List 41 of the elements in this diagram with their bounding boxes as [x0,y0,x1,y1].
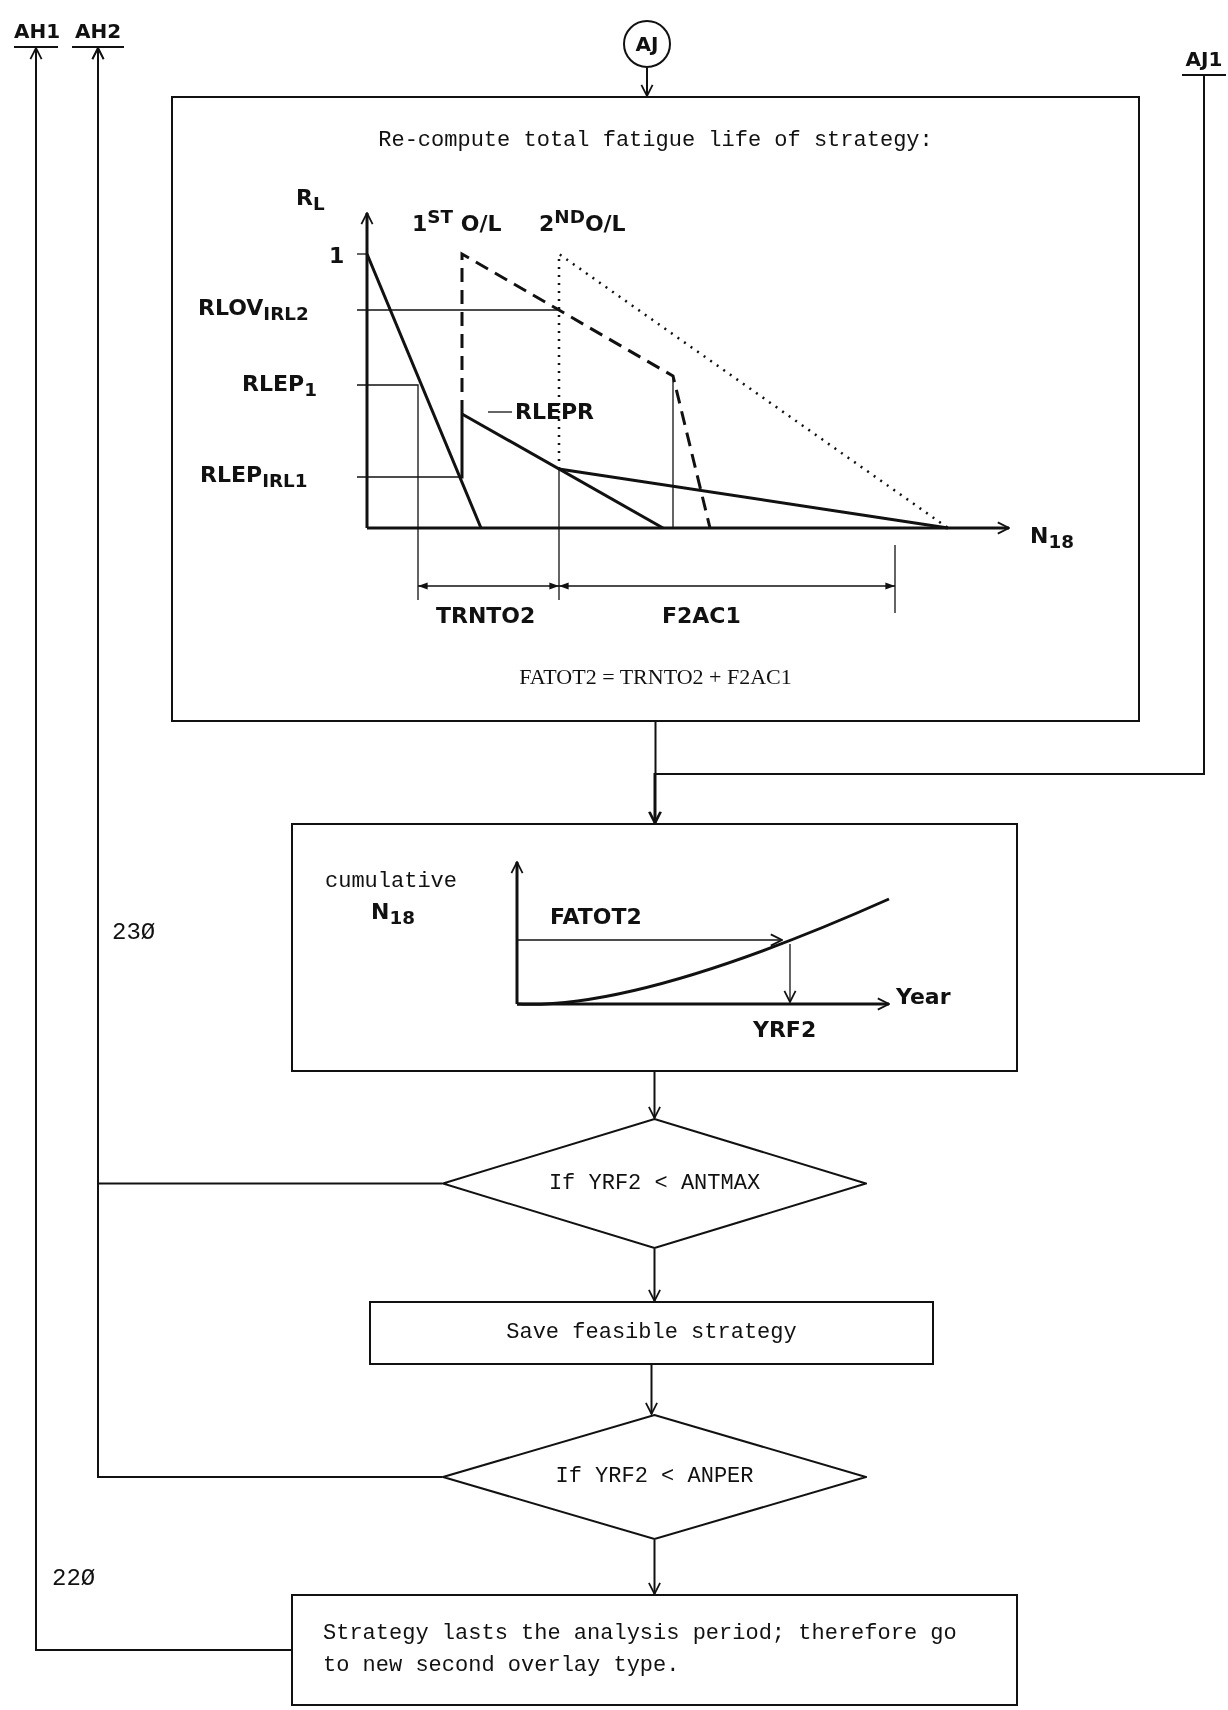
condition-text: If YRF2 < ANTMAX [547,1169,762,1198]
step-text: Strategy lasts the analysis period; therefore go to new second overlay type. [323,1620,958,1680]
tick-label: RLEP$_{1}$ [242,372,317,401]
process-box [291,823,1018,1072]
process-box [291,1594,1018,1706]
axis-label: Year [896,985,951,1010]
condition-text: If YRF2 < ANPER [554,1463,755,1491]
value-label: FATOT2 [550,905,642,930]
connector-label: AH1 [14,18,58,48]
axis-label: N$_{18}$ [371,900,415,929]
formula-text: FATOT2 = TRNTO2 + F2AC1 [518,664,793,690]
process-box [171,96,1140,722]
tick-label: RLOV$_{IRL2}$ [198,296,309,325]
decision-diamond [442,1414,867,1540]
tick-label: 1 [329,244,345,269]
arrow [648,1071,661,1119]
decision-diamond [442,1118,867,1249]
arrow [640,67,654,97]
arrow [648,1248,661,1302]
axis-label: R$_{L}$ [296,186,325,215]
curve-label: 1$^{ST}$ O/L [412,207,502,237]
tick-label: RLEP$_{IRL1}$ [200,463,308,492]
process-box [369,1301,934,1365]
axis-label: cumulative [325,870,458,895]
curve-label: 2$^{ND}$O/L [539,207,626,237]
dimension-label: TRNTO2 [436,604,536,629]
arrow [645,1364,658,1415]
curve-label: RLEPR [515,400,595,425]
step-text: Save feasible strategy [505,1319,798,1347]
connector-circle: AJ [623,20,671,68]
arrow [29,47,292,1651]
dimension-label: F2AC1 [662,604,741,629]
axis-label: N$_{18}$ [1030,524,1074,553]
connector-label: AH2 [72,18,124,48]
connector-label: AJ1 [1182,46,1226,76]
arrow [648,75,1205,824]
value-label: YRF2 [753,1018,817,1043]
arrow [648,1539,661,1595]
heading-text: Re-compute total fatigue life of strategy: [377,128,934,153]
arrow [649,721,662,824]
arrow [91,47,443,1478]
